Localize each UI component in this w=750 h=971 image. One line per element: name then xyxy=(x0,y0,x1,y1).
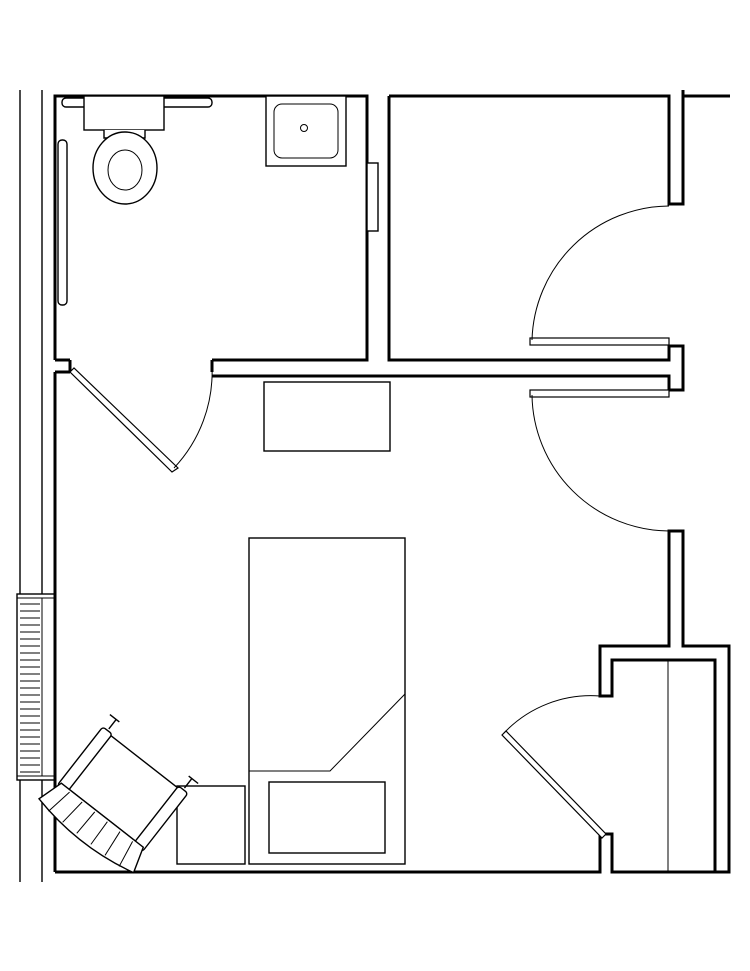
dresser xyxy=(263,381,391,452)
sink xyxy=(265,95,347,167)
window xyxy=(16,593,56,781)
chair-slat xyxy=(118,841,134,867)
chair-slat xyxy=(62,801,83,823)
wardrobe-door[interactable] xyxy=(501,695,607,839)
entry-door[interactable] xyxy=(529,389,670,532)
closet-room xyxy=(212,90,730,392)
window-slats xyxy=(20,603,40,773)
armchair-back-slats xyxy=(48,791,134,867)
bed xyxy=(248,537,406,865)
chair-slat xyxy=(104,831,121,856)
chair-slat xyxy=(76,811,96,834)
bathroom-door[interactable] xyxy=(69,365,213,473)
chair-slat xyxy=(90,821,108,845)
nightstand xyxy=(176,785,246,865)
grab-bar-side xyxy=(57,139,68,306)
toilet xyxy=(83,95,165,205)
armchair xyxy=(37,713,199,874)
closet-door[interactable] xyxy=(529,205,670,346)
chair-slat xyxy=(48,791,70,812)
